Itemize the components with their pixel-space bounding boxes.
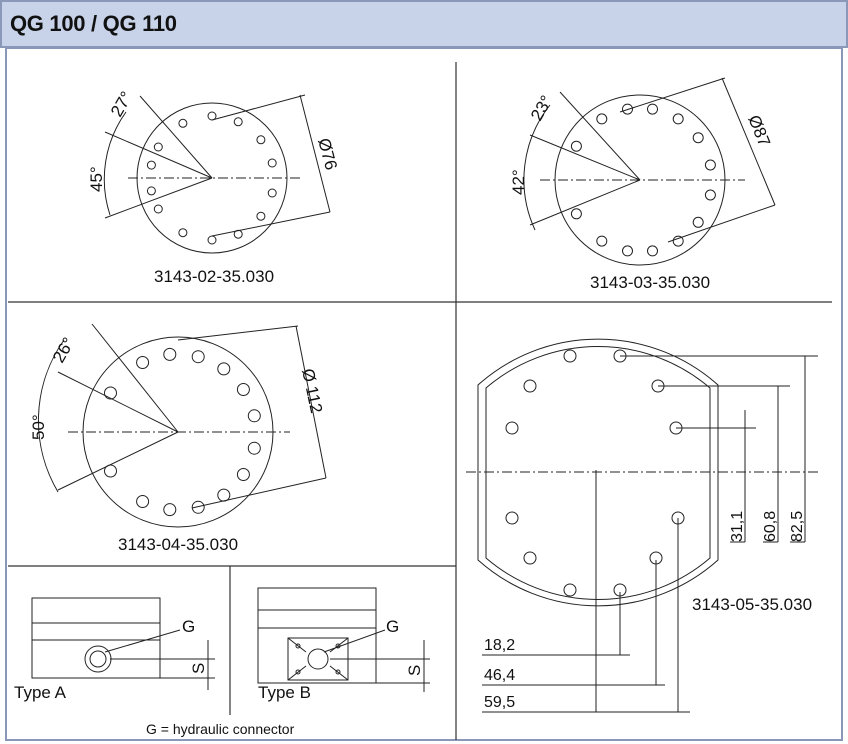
p2-hole (692, 216, 704, 228)
p4-hole (523, 551, 537, 565)
dim-82-5: 82,5 (789, 511, 806, 542)
p4-hole (613, 583, 627, 597)
p2-hole (647, 103, 658, 115)
panel-2 (523, 77, 776, 266)
p3-hole (217, 362, 231, 376)
p3-hole (247, 409, 261, 423)
dim-18-2: 18,2 (484, 637, 515, 654)
type-a-drawing (31, 597, 215, 690)
p2-hole (570, 208, 582, 220)
p1-hole (233, 117, 243, 127)
p1-hole (267, 158, 277, 168)
p2-hole (647, 245, 658, 257)
part-number-3: 3143-04-35.030 (118, 535, 238, 554)
p1-hole (146, 160, 156, 170)
dim-46-4: 46,4 (484, 667, 515, 684)
p1-hole (153, 142, 163, 152)
p2-hole (596, 113, 608, 125)
p1-hole (267, 188, 277, 198)
p1-hole (178, 118, 188, 128)
type-a-label: Type A (14, 683, 67, 702)
type-a-g: G (182, 617, 195, 636)
p1-hole (178, 228, 188, 238)
p3-hole (136, 356, 150, 369)
part-number-4: 3143-05-35.030 (692, 595, 812, 614)
panel-1 (103, 94, 331, 254)
type-b-drawing (257, 587, 430, 692)
bolt-holes (104, 103, 716, 597)
p1-hole (233, 229, 243, 239)
p3-hole (247, 441, 261, 455)
part-number-2: 3143-03-35.030 (590, 273, 710, 292)
part-number-1: 3143-02-35.030 (154, 267, 274, 286)
p3-hole (104, 386, 117, 400)
panel-3 (37, 323, 327, 528)
angle-2a: 23° (527, 92, 556, 124)
dim-60-8: 60,8 (762, 511, 779, 542)
angle-2b: 42° (509, 169, 528, 195)
legend-text: G = hydraulic connector (146, 721, 295, 737)
type-b-label: Type B (258, 683, 311, 702)
p1-hole (153, 204, 163, 214)
p2-hole (692, 132, 704, 144)
angle-1b: 45° (87, 166, 106, 192)
angle-3b: 50° (29, 414, 48, 440)
p3-hole (217, 488, 231, 502)
p4-hole (669, 421, 683, 435)
p4-hole (563, 583, 577, 597)
p3-hole (163, 503, 177, 517)
p3-hole (236, 383, 250, 396)
p3-hole (236, 468, 250, 481)
panel-4 (466, 338, 818, 713)
p2-hole (570, 140, 582, 152)
angle-1a: 27° (107, 88, 136, 120)
dim-59-5: 59,5 (484, 694, 515, 711)
p1-hole (256, 211, 266, 221)
p2-hole (704, 189, 716, 201)
p4-hole (613, 349, 627, 363)
type-b-g: G (386, 617, 399, 636)
p4-hole (671, 511, 685, 525)
p2-hole (622, 245, 633, 257)
p2-hole (672, 113, 684, 125)
p1-hole (207, 235, 217, 245)
p2-hole (622, 103, 633, 115)
diameter-2: Ø87 (744, 112, 774, 149)
type-b-s: S (405, 665, 424, 676)
p1-hole (207, 111, 217, 121)
grid-lines (5, 47, 843, 741)
p2-hole (704, 159, 716, 171)
p4-hole (563, 349, 577, 363)
angle-3a: 26° (49, 334, 78, 366)
p4-hole (505, 511, 519, 525)
p1-hole (256, 135, 266, 145)
p1-hole (146, 186, 156, 196)
p3-hole (191, 500, 205, 514)
p2-hole (672, 235, 684, 247)
p4-hole (649, 551, 663, 565)
dim-31-1: 31,1 (729, 511, 746, 542)
p2-hole (596, 235, 608, 247)
p3-hole (104, 464, 117, 478)
p3-hole (163, 347, 177, 361)
page-title: QG 100 / QG 110 (10, 11, 177, 36)
type-a-s: S (189, 663, 208, 674)
p4-hole (505, 421, 519, 435)
title-bar: QG 100 / QG 110 (0, 0, 848, 48)
p4-hole (523, 379, 537, 393)
p3-hole (191, 350, 205, 364)
p3-hole (136, 495, 150, 508)
p4-hole (651, 379, 665, 393)
diameter-3: Ø 112 (298, 367, 326, 415)
